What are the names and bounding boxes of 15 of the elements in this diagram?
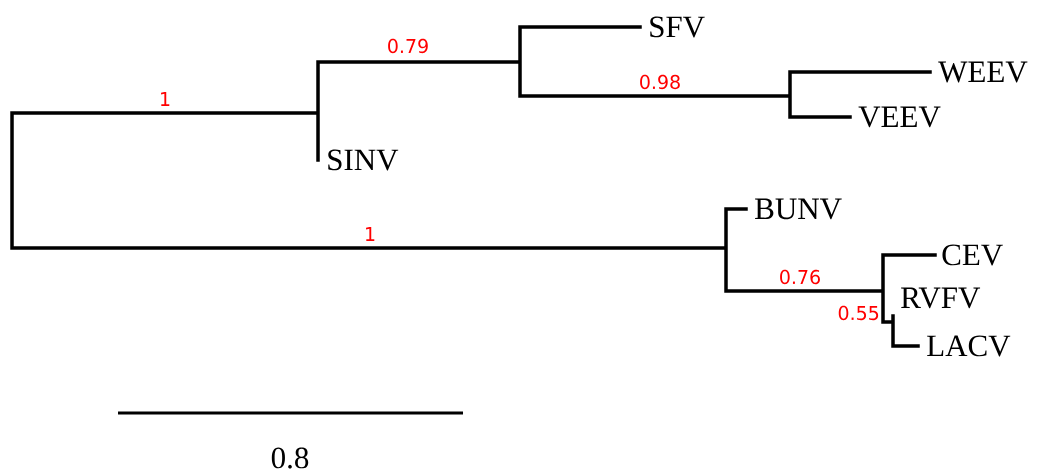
scale-label: 0.8 [271,447,309,469]
taxon-label: VEEV [858,106,941,128]
support-value: 0.76 [780,269,820,285]
support-value: 0.79 [388,38,428,54]
taxon-label: SFV [650,16,705,38]
taxon-label: CEV [942,244,1003,266]
taxon-label: RVFV [901,287,981,309]
taxon-label: WEEV [938,61,1028,83]
taxon-label: SINV [328,149,399,171]
taxon-label: BUNV [755,198,842,220]
support-value: 0.98 [640,74,680,90]
taxon-label: LACV [927,335,1011,357]
support-value: 0.55 [838,305,879,321]
support-value: 1 [161,92,170,106]
support-value: 1 [366,227,375,241]
